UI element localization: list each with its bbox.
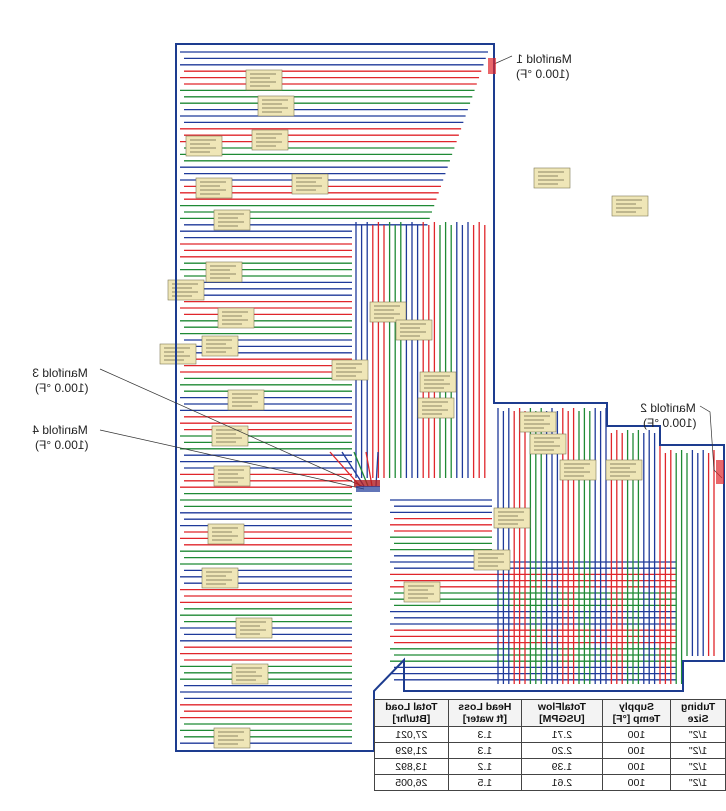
- cell-supply-temp: 100: [602, 726, 671, 743]
- loop-tag: [235, 617, 273, 639]
- cell-total-load: 27,021: [374, 726, 449, 743]
- cell-tubing-size: 1/2": [670, 758, 726, 775]
- loop-tags: [159, 69, 649, 749]
- loop-tag: [159, 343, 197, 365]
- loop-tag: [207, 523, 245, 545]
- loop-tag: [227, 389, 265, 411]
- cell-head-loss: 1.2: [448, 758, 522, 775]
- cell-supply-temp: 100: [602, 774, 671, 791]
- manifold-4-label: Manifold 4: [32, 423, 88, 437]
- cell-head-loss: 1.5: [448, 774, 522, 791]
- manifold-1-temp: (100.0 °F): [516, 67, 569, 81]
- cell-supply-temp: 100: [602, 758, 671, 775]
- cell-total-load: 21,929: [374, 742, 449, 759]
- loop-tag: [201, 335, 239, 357]
- manifold-3-temp: (100.0 °F): [35, 381, 88, 395]
- loop-tag: [211, 425, 249, 447]
- manifold-2-symbol: [716, 460, 724, 484]
- loop-tag: [213, 209, 251, 231]
- loop-tag: [231, 663, 269, 685]
- table-row: 1/2" 100 2.61 1.5 26,005: [374, 774, 726, 791]
- tubing-loops: [180, 51, 715, 744]
- loop-tag: [213, 465, 251, 487]
- loop-tag: [473, 549, 511, 571]
- manifold-3-symbol: [354, 480, 380, 487]
- cell-supply-temp: 100: [602, 742, 671, 759]
- loop-tag: [201, 567, 239, 589]
- manifold-2-temp: (100.0 °F): [643, 416, 696, 430]
- loop-tag: [251, 129, 289, 151]
- header-supply-temp: Supply Temp [°F]: [602, 699, 671, 727]
- cell-total-load: 26,005: [374, 774, 449, 791]
- loop-tag: [195, 177, 233, 199]
- loop-tag: [605, 459, 643, 481]
- loop-tag: [417, 397, 455, 419]
- manifold-2: Manifold 2 (100.0 °F): [640, 401, 724, 484]
- loop-tag: [403, 581, 441, 603]
- manifold-1: Manifold 1 (100.0 °F): [488, 52, 572, 81]
- loop-tag: [529, 433, 567, 455]
- loop-tag: [217, 307, 255, 329]
- loop-tag: [205, 261, 243, 283]
- loop-tag: [493, 507, 531, 529]
- cell-total-flow: 2.71: [521, 726, 603, 743]
- manifold-4-symbol: [356, 486, 380, 492]
- cell-tubing-size: 1/2": [670, 726, 726, 743]
- manifolds: Manifold 1 (100.0 °F) Manifold 2 (100.0 …: [32, 52, 724, 492]
- schedule-header-row: Tubing Size Supply Temp [°F] TotalFlow […: [374, 699, 726, 727]
- loop-tag: [257, 95, 295, 117]
- manifold-4: Manifold 4 (100.0 °F): [32, 423, 380, 492]
- manifold-4-temp: (100.0 °F): [35, 438, 88, 452]
- header-head-loss: Head Loss [ft water]: [448, 699, 522, 727]
- table-row: 1/2" 100 2.20 1.3 21,929: [374, 742, 726, 759]
- table-row: 1/2" 100 1.39 1.2 13,892: [374, 758, 726, 775]
- cell-total-flow: 2.20: [521, 742, 603, 759]
- loop-tag: [185, 135, 223, 157]
- manifold-schedule-table: Tubing Size Supply Temp [°F] TotalFlow […: [374, 699, 726, 791]
- cell-total-flow: 1.39: [521, 758, 603, 775]
- loop-tag: [245, 69, 283, 91]
- manifold-3-label: Manifold 3: [32, 366, 88, 380]
- loop-tag: [167, 279, 205, 301]
- manifold-2-label: Manifold 2: [640, 401, 696, 415]
- loop-tag: [331, 359, 369, 381]
- loop-tag: [611, 195, 649, 217]
- header-total-load: Total Load [Btu/hr]: [374, 699, 449, 727]
- loop-tag: [213, 727, 251, 749]
- cell-tubing-size: 1/2": [670, 774, 726, 791]
- manifold-1-label: Manifold 1: [516, 52, 572, 66]
- floor-outline: [175, 43, 725, 752]
- loop-tag: [395, 319, 433, 341]
- cell-total-load: 13,892: [374, 758, 449, 775]
- loop-tag: [533, 167, 571, 189]
- loop-tag: [291, 173, 329, 195]
- cell-head-loss: 1.3: [448, 742, 522, 759]
- manifold-3: Manifold 3 (100.0 °F): [32, 366, 380, 487]
- cell-head-loss: 1.3: [448, 726, 522, 743]
- loop-tag: [559, 459, 597, 481]
- header-tubing-size: Tubing Size: [670, 699, 726, 727]
- manifold-1-symbol: [488, 58, 496, 74]
- manifold-leader-lines: [99, 55, 723, 490]
- cell-tubing-size: 1/2": [670, 742, 726, 759]
- loop-tag: [419, 371, 457, 393]
- loop-tag: [519, 411, 557, 433]
- loop-tag: [369, 301, 407, 323]
- table-row: 1/2" 100 2.71 1.3 27,021: [374, 726, 726, 743]
- header-total-flow: TotalFlow [USGPM]: [521, 699, 603, 727]
- cell-total-flow: 2.61: [521, 774, 603, 791]
